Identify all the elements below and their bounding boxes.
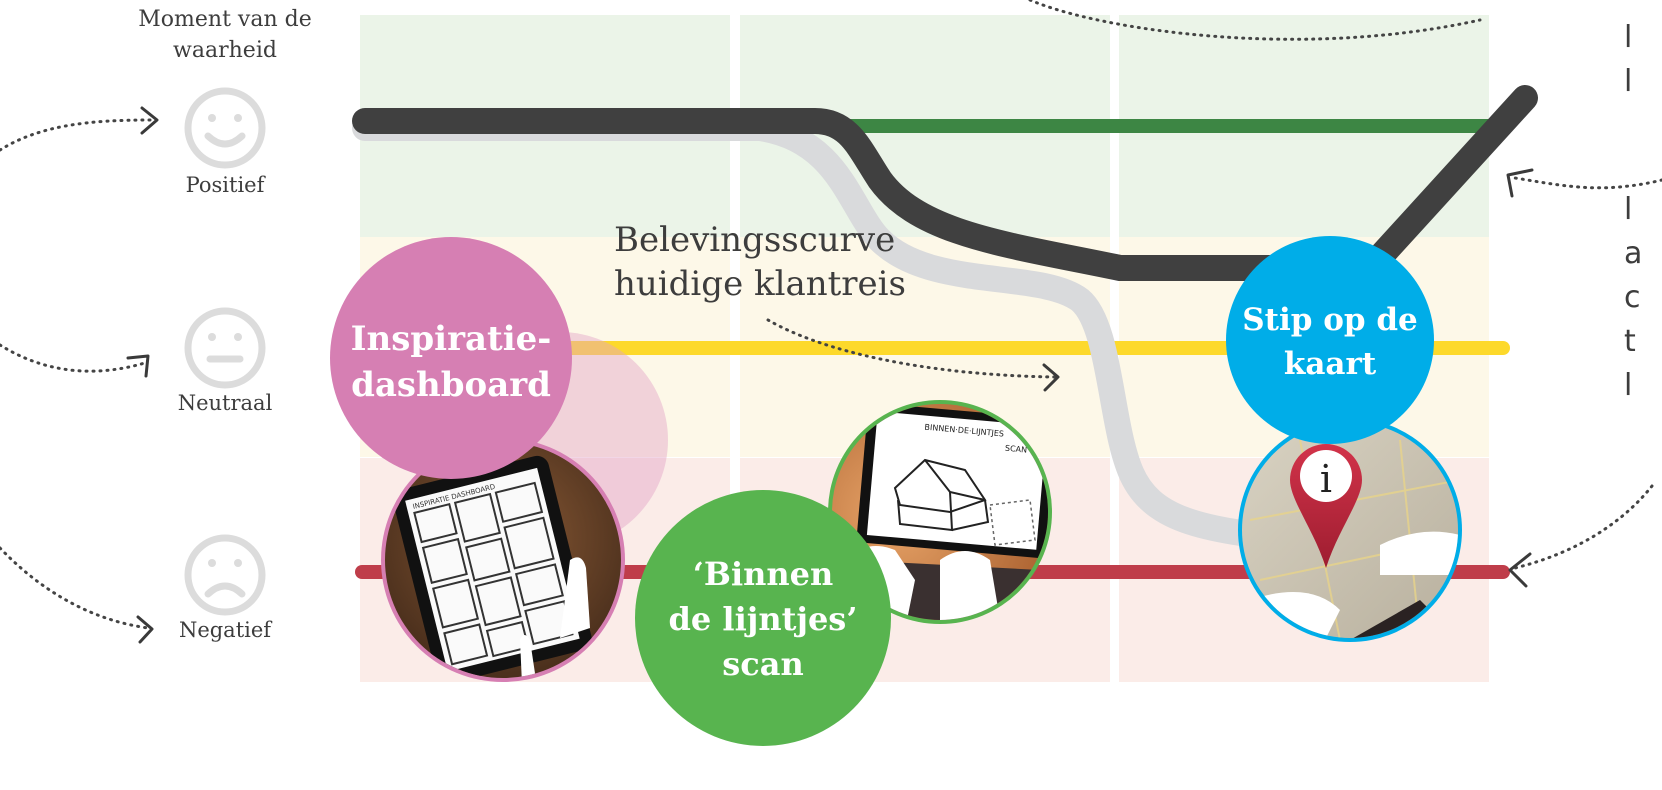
curve-title-line2: huidige klantreis bbox=[614, 264, 907, 304]
current-experience-curve bbox=[352, 85, 1538, 281]
svg-text:i: i bbox=[1320, 457, 1332, 501]
moment-title-line1: Moment van de bbox=[138, 7, 312, 32]
edge-glyph: l bbox=[1624, 64, 1633, 99]
right-edge-text-top: l l bbox=[1624, 16, 1632, 104]
edge-glyph: l bbox=[1624, 192, 1633, 227]
inspiratie-line1: Inspiratie- bbox=[350, 319, 552, 359]
arrow-top bbox=[1028, 0, 1482, 41]
inspiratie-line2: dashboard bbox=[351, 365, 551, 405]
right-edge-text-mid: l a c t l bbox=[1624, 188, 1642, 408]
inspiratie-bubble bbox=[330, 237, 572, 479]
smiley-happy-icon bbox=[184, 87, 266, 169]
smiley-neutral-icon bbox=[184, 307, 266, 389]
edge-glyph: t bbox=[1624, 324, 1636, 359]
moment-of-truth-title: Moment van de waarheid bbox=[110, 4, 340, 66]
arrow-right-lower bbox=[1513, 484, 1654, 570]
info-pin-icon: i bbox=[1290, 444, 1362, 568]
edge-glyph: a bbox=[1624, 236, 1643, 271]
touchpoint-label-binnen: ‘Binnen de lijntjes’ scan bbox=[650, 552, 876, 687]
arrow-to-positive bbox=[0, 118, 152, 152]
stip-bubble bbox=[1226, 236, 1434, 444]
stip-line2: kaart bbox=[1283, 346, 1377, 382]
binnen-bubble bbox=[635, 490, 891, 746]
map-info-pin-photo: i bbox=[1238, 418, 1462, 642]
binnen-line2: de lijntjes’ bbox=[668, 600, 858, 638]
binnen-line3: scan bbox=[722, 645, 804, 683]
moment-title-line2: waarheid bbox=[173, 38, 277, 63]
laptop-house-scan-photo: BINNEN·DE·LIJNTJES SCAN bbox=[828, 400, 1052, 624]
curve-title-line1: Belevingsscurve bbox=[614, 220, 896, 260]
edge-glyph: l bbox=[1624, 368, 1633, 403]
smiley-sad-icon bbox=[184, 534, 266, 616]
stip-line1: Stip op de bbox=[1242, 302, 1418, 338]
touchpoint-label-stip: Stip op de kaart bbox=[1226, 298, 1434, 386]
arrow-to-curve bbox=[766, 318, 1057, 379]
annotation-arrows bbox=[0, 0, 1662, 630]
binnen-line1: ‘Binnen bbox=[692, 555, 834, 593]
touchpoint-label-inspiratie: Inspiratie- dashboard bbox=[336, 316, 566, 408]
tablet-dashboard-photo: INSPIRATIE DASHBOARD bbox=[381, 438, 625, 682]
arrow-heads bbox=[126, 106, 1534, 644]
arrow-to-neutral bbox=[0, 343, 150, 373]
edge-glyph: c bbox=[1624, 280, 1641, 315]
arrow-right-upper bbox=[1513, 176, 1662, 190]
previous-experience-curve bbox=[352, 115, 1313, 553]
mood-label-positive: Positief bbox=[185, 173, 265, 197]
arrow-to-negative bbox=[0, 546, 150, 630]
mood-label-negative: Negatief bbox=[178, 618, 272, 642]
edge-glyph: l bbox=[1624, 20, 1633, 55]
laptop-caption-2: SCAN bbox=[1005, 444, 1028, 455]
mood-label-neutral: Neutraal bbox=[177, 391, 273, 415]
curve-title: Belevingsscurve huidige klantreis bbox=[614, 218, 906, 306]
